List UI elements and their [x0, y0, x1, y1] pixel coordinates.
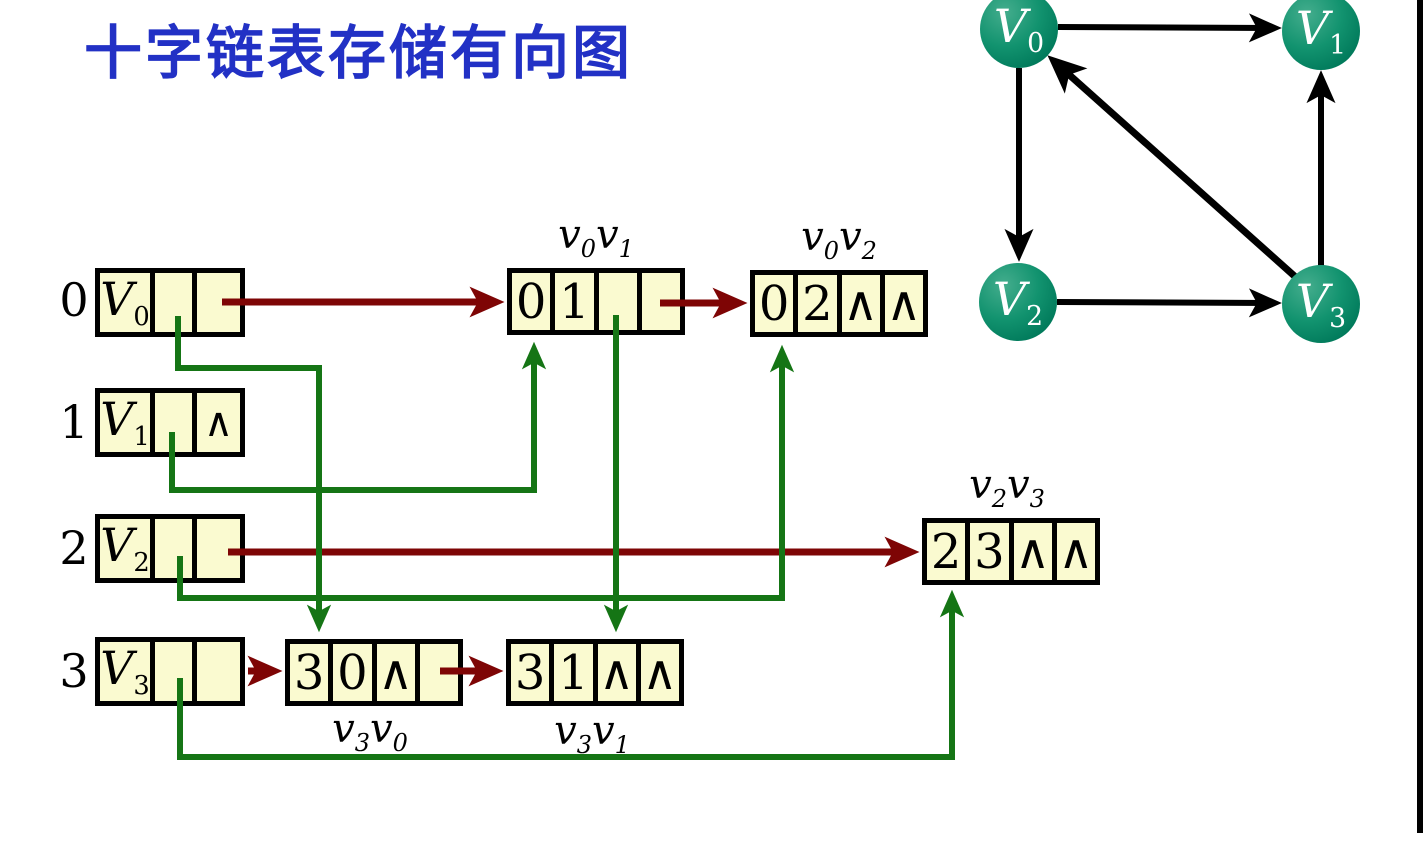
cell-hlink [598, 273, 637, 330]
edge-label-v2v3: v2v3 [969, 462, 1045, 513]
row-index-1: 1 [59, 395, 89, 449]
graph-vertex-v0: V0 [980, 0, 1058, 68]
page-title: 十字链表存储有向图 [84, 19, 634, 87]
cell-firstin [155, 393, 192, 452]
graph-vertex-v3: V3 [1282, 265, 1360, 343]
cell-headvex: 0 [333, 644, 372, 701]
cell-tailvex: 0 [755, 275, 794, 332]
vertex-node-v0: V0 [95, 268, 245, 337]
edge-label-v3v1: v3v1 [554, 708, 630, 759]
cell-hlink: ∧ [597, 644, 636, 701]
edge-node-v0v2: 0 2 ∧ ∧ [750, 270, 928, 337]
cell-tlink [419, 644, 458, 701]
cell-data: V2 [100, 518, 150, 579]
row-index-2: 2 [59, 521, 89, 575]
slide-right-border [1417, 0, 1423, 833]
cell-hlink: ∧ [841, 275, 880, 332]
edge-label-v0v2: v0v2 [801, 214, 877, 265]
row-index-3: 3 [59, 644, 89, 698]
edge-node-v2v3: 2 3 ∧ ∧ [922, 518, 1100, 585]
cell-headvex: 1 [555, 273, 594, 330]
cell-tailvex: 0 [512, 273, 551, 330]
cell-tlink: ∧ [640, 644, 679, 701]
edge-label-v0v1: v0v1 [558, 212, 634, 263]
cell-firstout [197, 273, 240, 332]
cell-firstin [155, 273, 192, 332]
cell-firstout [197, 519, 240, 578]
cell-tailvex: 3 [290, 644, 329, 701]
vertex-label: V1 [1295, 0, 1347, 62]
in-arrow-v2-to-v0v2 [177, 344, 795, 601]
cell-data: V3 [100, 641, 150, 702]
cell-firstin [155, 642, 192, 701]
cell-data: V0 [100, 272, 150, 333]
row-index-0: 0 [59, 273, 89, 327]
cell-tailvex: 2 [927, 523, 966, 580]
cell-hlink: ∧ [376, 644, 415, 701]
cell-firstout: ∧ [197, 393, 240, 452]
cell-tlink: ∧ [1056, 523, 1095, 580]
graph-vertex-v1: V1 [1282, 0, 1360, 70]
vertex-label: V0 [993, 0, 1045, 60]
cell-tailvex: 3 [511, 644, 550, 701]
vertex-label: V2 [992, 271, 1044, 333]
graph-vertex-v2: V2 [979, 263, 1057, 341]
cell-headvex: 2 [798, 275, 837, 332]
edge-node-v0v1: 0 1 [507, 268, 685, 335]
graph-edge-v0-v1 [1057, 13, 1282, 43]
cell-hlink: ∧ [1013, 523, 1052, 580]
cell-tlink [641, 273, 680, 330]
cell-data: V1 [100, 392, 150, 453]
edge-node-v3v1: 3 1 ∧ ∧ [506, 639, 684, 706]
vertex-node-v2: V2 [95, 514, 245, 583]
cell-firstout [197, 642, 240, 701]
vertex-node-v3: V3 [95, 637, 245, 706]
cell-firstin [155, 519, 192, 578]
cell-headvex: 1 [554, 644, 593, 701]
edge-label-v3v0: v3v0 [332, 706, 408, 757]
vertex-node-v1: V1 ∧ [95, 388, 245, 457]
cell-tlink: ∧ [884, 275, 923, 332]
vertex-label: V3 [1295, 273, 1347, 335]
edge-node-v3v0: 3 0 ∧ [285, 639, 463, 706]
graph-edge-v3-v0 [1047, 55, 1303, 284]
cell-headvex: 3 [970, 523, 1009, 580]
graph-edge-v2-v3 [1056, 288, 1282, 318]
